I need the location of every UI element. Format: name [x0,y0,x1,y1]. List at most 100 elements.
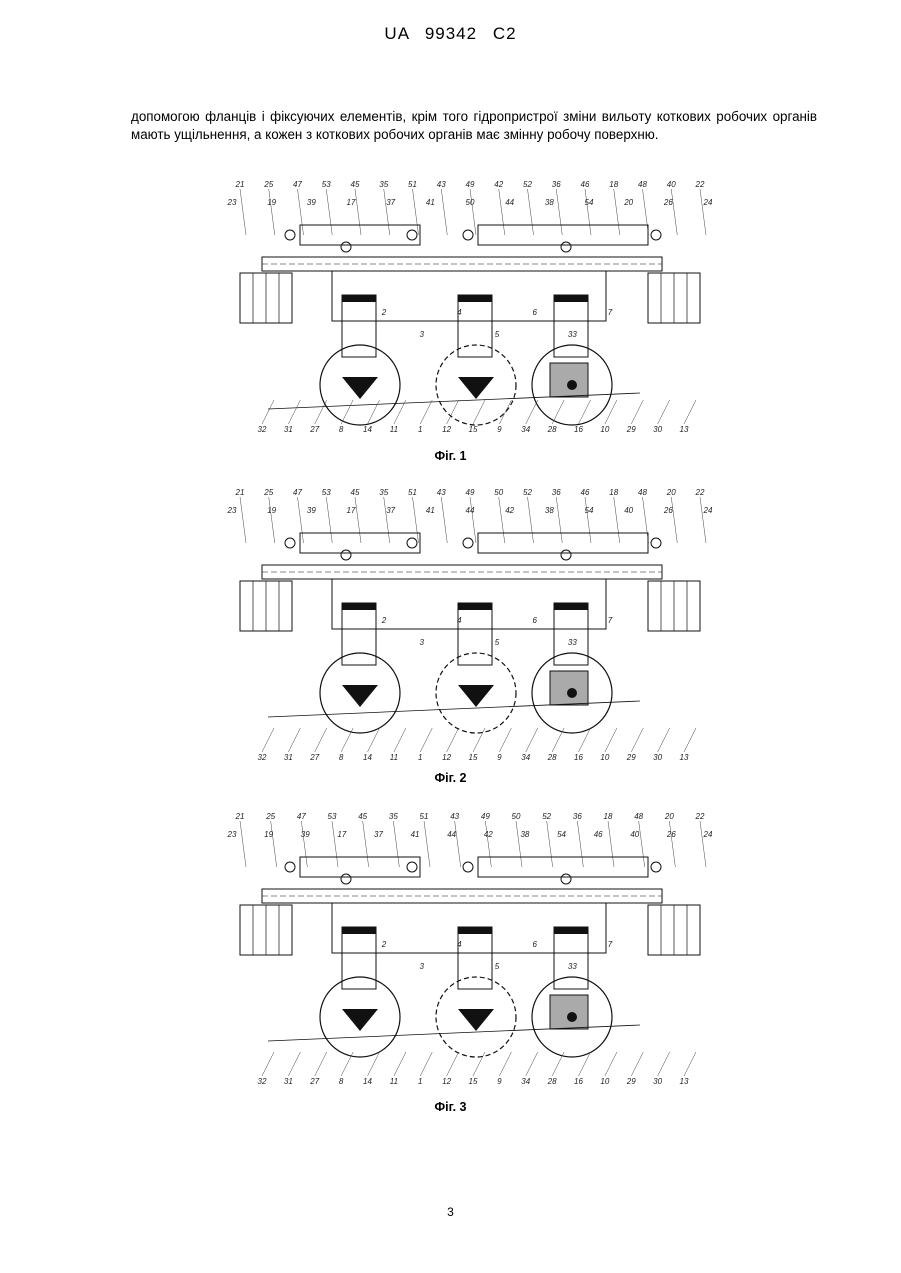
callout-label: 25 [263,180,273,189]
callout-label: 16 [574,1077,583,1086]
callout-label: 44 [466,506,475,515]
callout-label: 47 [297,812,306,821]
callout-label: 25 [265,812,275,821]
callout-label: 24 [703,506,713,515]
callout-label: 32 [258,753,267,762]
callout-label: 19 [267,506,276,515]
callout-label: 28 [547,425,557,434]
drawing-svg: 2125475345355143495052364618482022231939… [0,483,901,768]
callout-label: 27 [309,753,319,762]
callout-label: 32 [258,425,267,434]
callout-label: 41 [426,506,435,515]
callout-label: 36 [552,180,561,189]
callout-label: 22 [695,488,705,497]
callout-label: 30 [653,1077,662,1086]
callout-label: 14 [363,425,372,434]
callout-label: 1 [418,425,422,434]
callout-label: 38 [545,198,554,207]
callout-label: 41 [411,830,420,839]
callout-label: 11 [390,1077,398,1086]
callout-label: 2 [381,308,387,317]
callout-label: 4 [457,616,462,625]
figure-2-caption: Фіг. 2 [0,771,901,785]
patent-header: UA 99342 C2 [0,24,901,44]
callout-label: 35 [379,488,388,497]
callout-label: 10 [600,1077,609,1086]
callout-label: 12 [442,1077,451,1086]
callout-label: 41 [426,198,435,207]
callout-label: 23 [227,830,237,839]
callout-label: 39 [301,830,310,839]
callout-label: 15 [469,425,478,434]
callout-label: 29 [626,1077,636,1086]
page-number: 3 [0,1205,901,1219]
callout-label: 8 [339,1077,344,1086]
callout-label: 34 [521,753,530,762]
callout-label: 37 [386,506,395,515]
callout-label: 35 [389,812,398,821]
callout-label: 31 [284,1077,293,1086]
callout-label: 24 [703,830,713,839]
callout-label: 19 [264,830,273,839]
callout-label: 45 [351,180,360,189]
callout-label: 5 [495,638,500,647]
callout-label: 15 [469,1077,478,1086]
drawing-svg: 2125475345355143494252364618484022231939… [0,175,901,440]
callout-label: 48 [638,488,647,497]
callout-label: 51 [408,180,417,189]
callout-label: 2 [381,940,387,949]
callout-label: 11 [390,753,398,762]
callout-label: 9 [497,753,502,762]
callout-label: 18 [609,180,618,189]
callout-label: 17 [347,506,356,515]
callout-label: 18 [609,488,618,497]
callout-label: 45 [351,488,360,497]
callout-label: 30 [653,753,662,762]
callout-label: 18 [604,812,613,821]
callout-label: 21 [235,180,245,189]
figure-1: 2125475345355143494252364618484022231939… [0,175,901,440]
callout-label: 15 [469,753,478,762]
callout-label: 52 [542,812,551,821]
figure-1-caption: Фіг. 1 [0,449,901,463]
callout-label: 54 [557,830,566,839]
callout-label: 33 [568,638,577,647]
callout-label: 31 [284,753,293,762]
callout-label: 12 [442,753,451,762]
callout-label: 1 [418,753,422,762]
callout-label: 26 [663,506,673,515]
callout-label: 17 [347,198,356,207]
callout-label: 39 [307,198,316,207]
callout-label: 3 [419,330,424,339]
callout-label: 20 [623,198,633,207]
callout-label: 28 [547,753,557,762]
callout-label: 52 [523,488,532,497]
callout-label: 6 [532,308,537,317]
callout-label: 38 [520,830,529,839]
callout-label: 37 [386,198,395,207]
callout-label: 46 [594,830,603,839]
callout-label: 49 [481,812,490,821]
callout-label: 33 [568,330,577,339]
callout-label: 22 [695,812,705,821]
callout-label: 21 [235,488,245,497]
callout-label: 12 [442,425,451,434]
callout-label: 46 [581,488,590,497]
callout-label: 6 [532,616,537,625]
callout-label: 29 [626,753,636,762]
callout-label: 4 [457,308,462,317]
callout-label: 34 [521,425,530,434]
callout-label: 49 [466,488,475,497]
figure-3-caption: Фіг. 3 [0,1100,901,1114]
callout-label: 20 [664,812,674,821]
callout-label: 53 [322,180,331,189]
callout-label: 39 [307,506,316,515]
body-paragraph: допомогою фланців і фіксуючих елементів,… [131,108,817,144]
callout-label: 50 [466,198,475,207]
callout-label: 54 [585,506,594,515]
callout-label: 27 [309,425,319,434]
callout-label: 20 [666,488,676,497]
callout-label: 50 [494,488,503,497]
callout-label: 42 [494,180,503,189]
drawing-svg: 2125475345355143495052361848202223193917… [0,807,901,1092]
